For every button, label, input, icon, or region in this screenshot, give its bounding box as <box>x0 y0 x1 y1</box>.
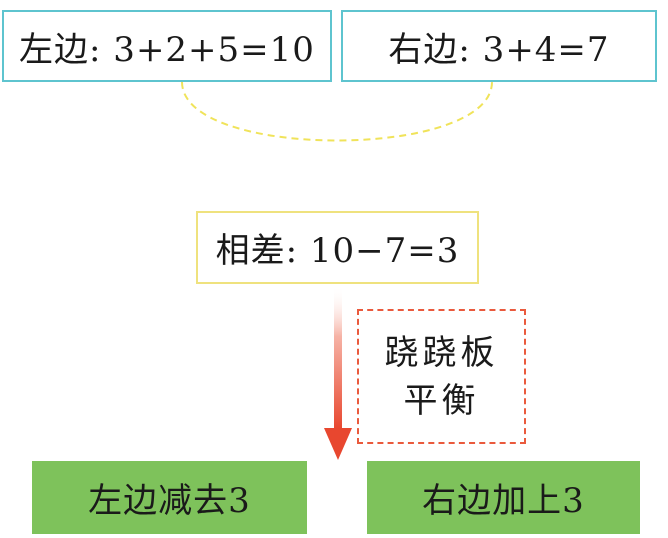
action-left-box: 左边减去3 <box>32 461 307 534</box>
arrow-shaft <box>334 286 342 429</box>
action-right-text: 右边加上3 <box>422 481 585 521</box>
right-side-equation: 右边: 3+4=7 <box>388 29 610 70</box>
difference-box: 相差: 10−7=3 <box>196 211 479 284</box>
left-side-equation: 左边: 3+2+5=10 <box>19 29 315 70</box>
action-left-text: 左边减去3 <box>88 481 251 521</box>
action-right-box: 右边加上3 <box>367 461 640 534</box>
arrow-head <box>324 428 352 460</box>
note-line-2: 平衡 <box>403 380 480 421</box>
note-line-1: 跷跷板 <box>384 332 499 373</box>
yellow-dashed-arc <box>181 81 493 142</box>
left-side-box: 左边: 3+2+5=10 <box>2 10 332 82</box>
seesaw-balance-note: 跷跷板 平衡 <box>357 309 526 444</box>
right-side-box: 右边: 3+4=7 <box>341 10 657 82</box>
difference-equation: 相差: 10−7=3 <box>215 231 460 271</box>
